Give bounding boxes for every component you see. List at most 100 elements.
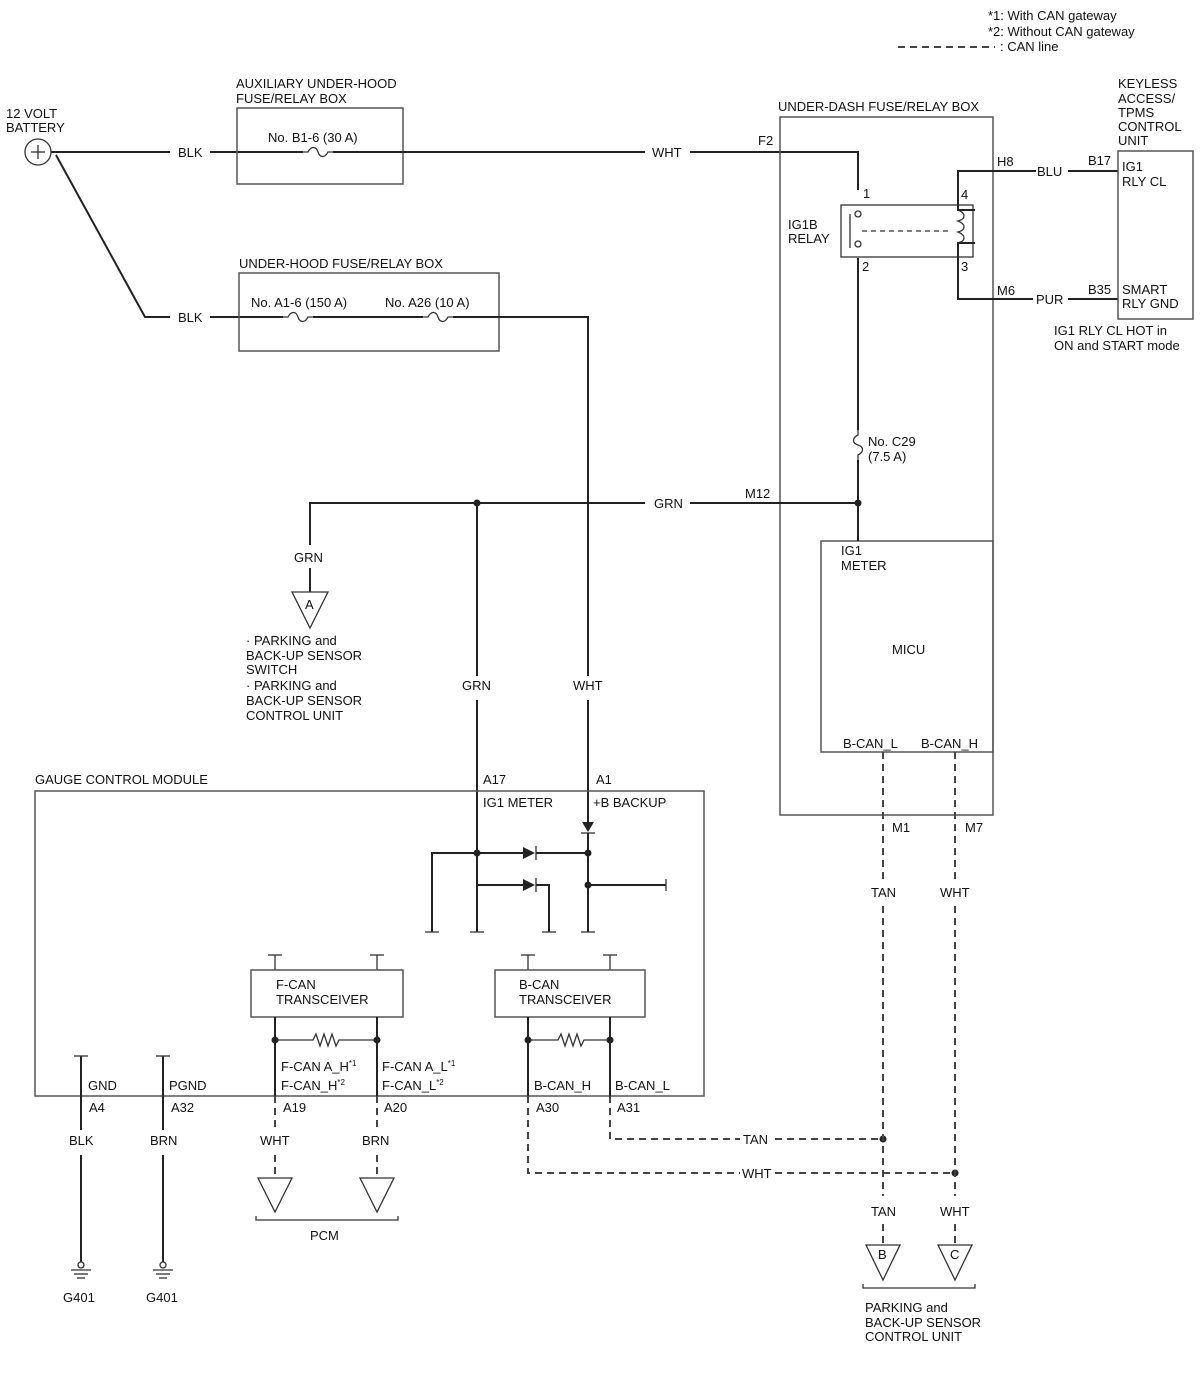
pcm-label: PCM bbox=[310, 1228, 339, 1243]
conn-a1: A1 bbox=[596, 772, 612, 787]
gcm-ig1-meter: IG1 METER bbox=[483, 795, 553, 810]
relay-label-1: IG1B bbox=[788, 217, 818, 232]
keyless-note-2: ON and START mode bbox=[1054, 338, 1180, 353]
terminal-a-letter: A bbox=[305, 597, 314, 612]
gcm-b-backup: +B BACKUP bbox=[593, 795, 666, 810]
uh-fuse1-label: No. A1-6 (150 A) bbox=[251, 295, 347, 310]
gcm-fcan-ah: F-CAN A_H*1 bbox=[281, 1059, 357, 1074]
keyless-title-5: UNIT bbox=[1118, 133, 1148, 148]
wire-label-wht-can-2: WHT bbox=[940, 1204, 970, 1219]
conn-m6: M6 bbox=[997, 283, 1015, 298]
uh-box-frame bbox=[238, 272, 500, 352]
keyless-title-1: KEYLESS bbox=[1118, 76, 1178, 91]
micu-bcan-l: B-CAN_L bbox=[843, 736, 898, 751]
relay-pin4: 4 bbox=[961, 187, 968, 202]
micu-meter-label: METER bbox=[841, 558, 887, 573]
wire-label-blk-1: BLK bbox=[178, 145, 203, 160]
aux-box-title-1: AUXILIARY UNDER-HOOD bbox=[236, 76, 397, 91]
keyless-smart: SMART bbox=[1122, 282, 1167, 297]
bcan-transceiver bbox=[494, 969, 646, 1018]
pcm-terminal-2-icon bbox=[358, 1177, 396, 1214]
relay-contact-2 bbox=[854, 240, 862, 248]
fuse-icon-a1-6 bbox=[283, 311, 313, 323]
diode2-icon bbox=[523, 879, 535, 891]
conn-m7: M7 bbox=[965, 820, 983, 835]
relay-ig1b bbox=[840, 204, 974, 258]
gcm-box bbox=[34, 790, 705, 1097]
gcm-title: GAUGE CONTROL MODULE bbox=[35, 772, 208, 787]
keyless-box bbox=[1117, 150, 1194, 320]
keyless-ig1: IG1 bbox=[1122, 159, 1143, 174]
gcm-bcan-l: B-CAN_L bbox=[615, 1078, 670, 1093]
gcm-gnd: GND bbox=[88, 1078, 117, 1093]
ud-box-title: UNDER-DASH FUSE/RELAY BOX bbox=[778, 99, 979, 114]
aux-fuse-box: AUXILIARY UNDER-HOOD FUSE/RELAY BOX No. … bbox=[236, 76, 404, 185]
gcm-fcan-l: F-CAN_L*2 bbox=[382, 1078, 444, 1093]
fuse-icon-a26 bbox=[423, 311, 453, 323]
wire-coil-m6 bbox=[957, 242, 1033, 300]
uh-fuse2-label: No. A26 (10 A) bbox=[385, 295, 470, 310]
conn-h8: H8 bbox=[997, 154, 1014, 169]
fcan-label-1: F-CAN bbox=[276, 977, 316, 992]
ud-box-frame bbox=[779, 116, 994, 816]
can-bcan-h-a bbox=[527, 1096, 740, 1174]
terminal-a-text-2: BACK-UP SENSOR bbox=[246, 648, 362, 663]
terminal-c-letter: C bbox=[950, 1247, 959, 1262]
conn-a32: A32 bbox=[171, 1100, 194, 1115]
keyless-title-4: CONTROL bbox=[1118, 119, 1182, 134]
ground-icon-g401-2 bbox=[153, 1261, 173, 1279]
keyless-title-3: TPMS bbox=[1118, 105, 1154, 120]
splice-diode1-in bbox=[473, 849, 481, 857]
conn-f2: F2 bbox=[758, 133, 773, 148]
diode1-icon bbox=[523, 847, 535, 859]
wire-label-brn-pcm: BRN bbox=[362, 1133, 389, 1148]
parking-bracket bbox=[862, 1284, 976, 1289]
conn-m12: M12 bbox=[745, 486, 770, 501]
relay-pin2: 2 bbox=[862, 259, 869, 274]
conn-a30: A30 bbox=[536, 1100, 559, 1115]
terminal-c-icon bbox=[936, 1244, 974, 1282]
legend-can-line-label: : CAN line bbox=[1000, 39, 1059, 54]
splice-bcan-h bbox=[524, 1036, 532, 1044]
fcan-label-2: TRANSCEIVER bbox=[276, 992, 368, 1007]
micu-ig1-label: IG1 bbox=[841, 543, 862, 558]
bcan-label-2: TRANSCEIVER bbox=[519, 992, 611, 1007]
relay-label-2: RELAY bbox=[788, 231, 830, 246]
wire-diode2-out bbox=[536, 884, 550, 932]
conn-m1: M1 bbox=[892, 820, 910, 835]
gcm-fcan-al: F-CAN A_L*1 bbox=[382, 1059, 456, 1074]
parking-unit-text-1: PARKING and bbox=[865, 1300, 948, 1315]
terminal-b-icon bbox=[864, 1244, 902, 1282]
micu-box bbox=[820, 540, 994, 753]
terminal-b-letter: B bbox=[878, 1247, 887, 1262]
wire-coil-h8 bbox=[957, 170, 1036, 211]
keyless-rly-gnd: RLY GND bbox=[1122, 296, 1179, 311]
wire-label-wht-h: WHT bbox=[742, 1166, 772, 1181]
gcm-pgnd: PGND bbox=[169, 1078, 207, 1093]
splice-diode1-out bbox=[584, 849, 592, 857]
wire-label-grn-a: GRN bbox=[294, 550, 323, 565]
keyless-rly-cl: RLY CL bbox=[1122, 174, 1166, 189]
terminal-a-text-4: · PARKING and bbox=[246, 678, 337, 693]
relay-pin1: 1 bbox=[863, 186, 870, 201]
wire-label-wht-can-1: WHT bbox=[940, 885, 970, 900]
terminal-a-text-1: · PARKING and bbox=[246, 633, 337, 648]
keyless-title-2: ACCESS/ bbox=[1118, 91, 1175, 106]
wire-blk-2a bbox=[55, 154, 170, 318]
gcm-fcan-h: F-CAN_H*2 bbox=[281, 1078, 345, 1093]
wire-label-grn-v: GRN bbox=[462, 678, 491, 693]
parking-control-unit: B C PARKING and BACK-UP SENSOR CONTROL U… bbox=[862, 1244, 981, 1344]
legend-note-2: *2: Without CAN gateway bbox=[988, 24, 1135, 39]
aux-fuse-label: No. B1-6 (30 A) bbox=[268, 130, 358, 145]
wire-label-tan-h: TAN bbox=[743, 1132, 768, 1147]
fuse-icon-b1-6 bbox=[303, 146, 333, 158]
conn-a20: A20 bbox=[384, 1100, 407, 1115]
underdash-fuse-box: UNDER-DASH FUSE/RELAY BOX F2 H8 M6 M12 M… bbox=[745, 99, 1015, 835]
keyless-access-unit: KEYLESS ACCESS/ TPMS CONTROL UNIT B17 B3… bbox=[1054, 76, 1194, 353]
battery: 12 VOLT BATTERY bbox=[6, 106, 65, 166]
wire-label-pur: PUR bbox=[1036, 292, 1063, 307]
legend: *1: With CAN gateway *2: Without CAN gat… bbox=[898, 8, 1135, 54]
wire-label-grn-main: GRN bbox=[654, 496, 683, 511]
pcm-bracket bbox=[255, 1216, 399, 1221]
terminal-a-text-3: SWITCH bbox=[246, 662, 297, 677]
